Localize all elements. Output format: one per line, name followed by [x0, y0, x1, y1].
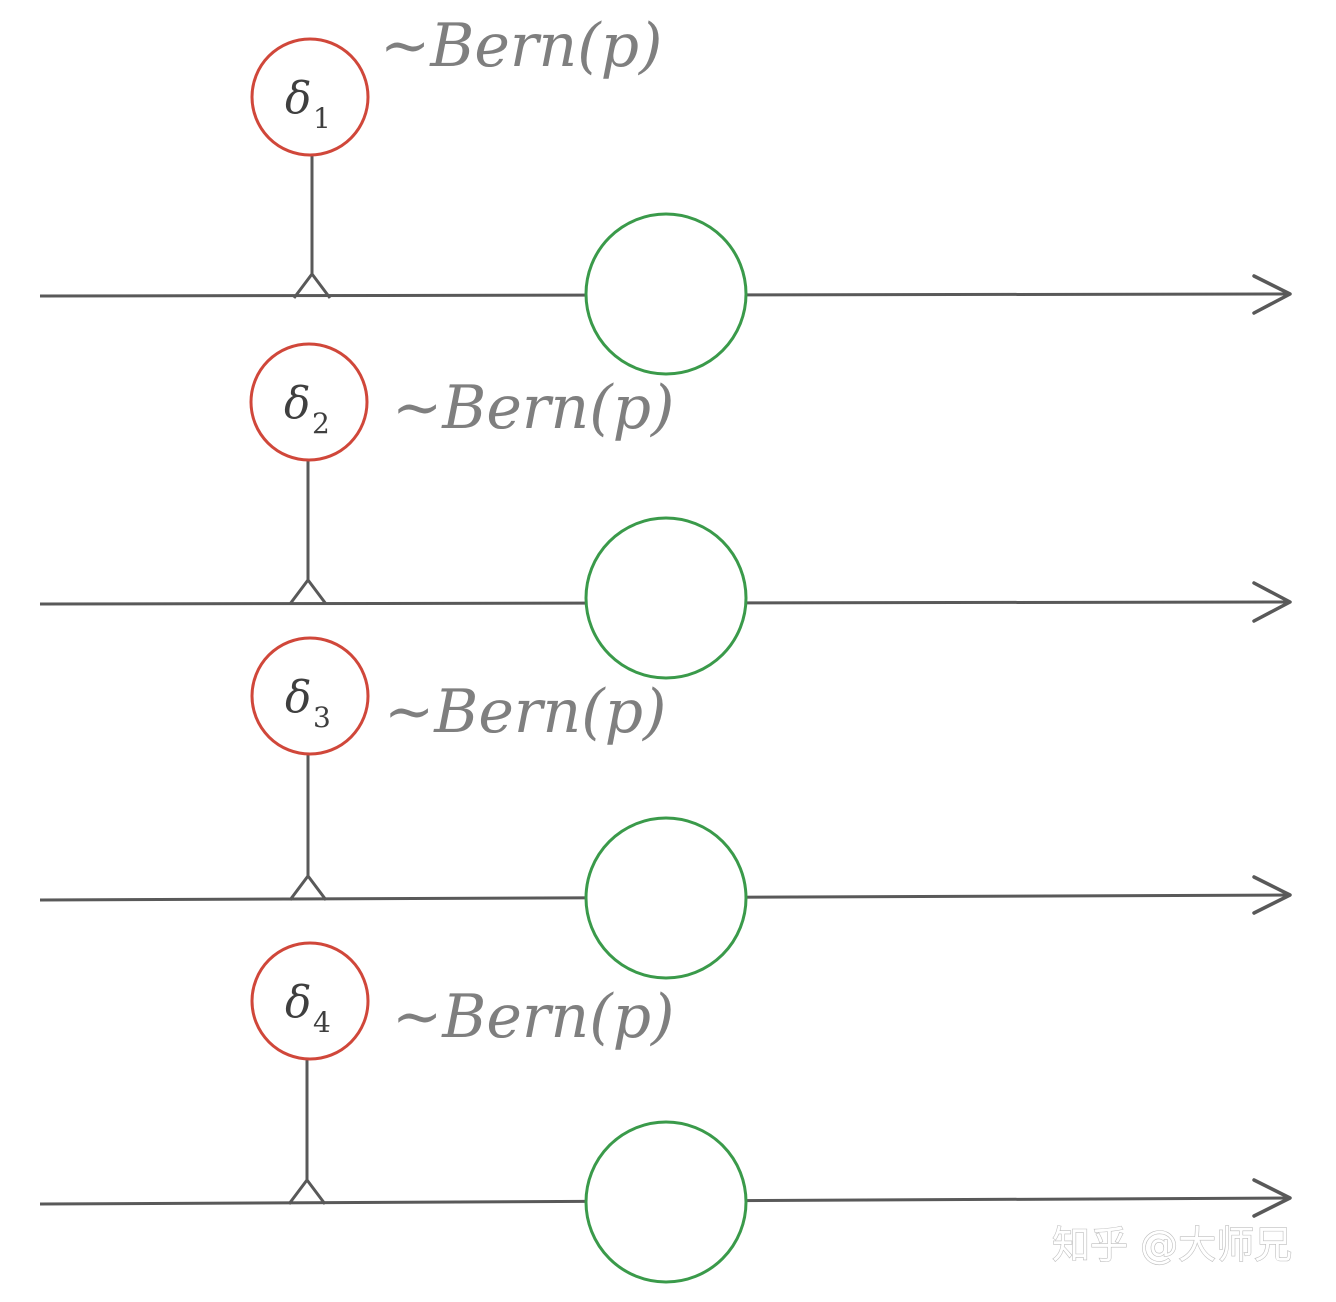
dropout-variable-subscript: 1 — [313, 102, 331, 135]
neuron-node — [584, 212, 748, 376]
row-1: δ 1 ~Bern(p) — [39, 11, 1292, 376]
dropout-variable-symbol: δ — [285, 977, 312, 1028]
distribution-label: ~Bern(p) — [380, 11, 662, 81]
neuron-node — [584, 516, 748, 680]
dropout-variable-subscript: 3 — [313, 701, 331, 734]
arrow-head-icon — [1252, 274, 1292, 315]
row-3: δ 3 ~Bern(p) — [39, 636, 1292, 980]
gate-junction — [288, 873, 328, 901]
arrow-head-icon — [1252, 1178, 1292, 1218]
distribution-label: ~Bern(p) — [392, 373, 674, 443]
gate-junction — [287, 1177, 327, 1205]
dropout-variable-node — [250, 941, 370, 1061]
distribution-label: ~Bern(p) — [392, 982, 674, 1052]
arrow-head-icon — [1252, 581, 1292, 623]
watermark: 知乎 @大师兄 — [1052, 1223, 1292, 1267]
neuron-node — [584, 816, 748, 980]
row-2: δ 2 ~Bern(p) — [39, 342, 1292, 680]
dropout-variable-symbol: δ — [285, 73, 312, 124]
row-4: δ 4 ~Bern(p) — [39, 941, 1292, 1284]
dropout-variable-symbol: δ — [284, 378, 311, 429]
gate-junction — [288, 577, 328, 605]
gate-junction — [292, 271, 332, 299]
arrow-head-icon — [1252, 875, 1292, 915]
dropout-variable-symbol: δ — [285, 672, 312, 723]
dropout-variable-node — [250, 636, 370, 756]
dropout-variable-node — [249, 342, 369, 462]
dropout-variable-node — [250, 37, 370, 157]
dropout-variable-subscript: 2 — [312, 407, 330, 440]
distribution-label: ~Bern(p) — [384, 677, 666, 747]
dropout-variable-subscript: 4 — [313, 1006, 331, 1039]
neuron-node — [584, 1120, 748, 1284]
